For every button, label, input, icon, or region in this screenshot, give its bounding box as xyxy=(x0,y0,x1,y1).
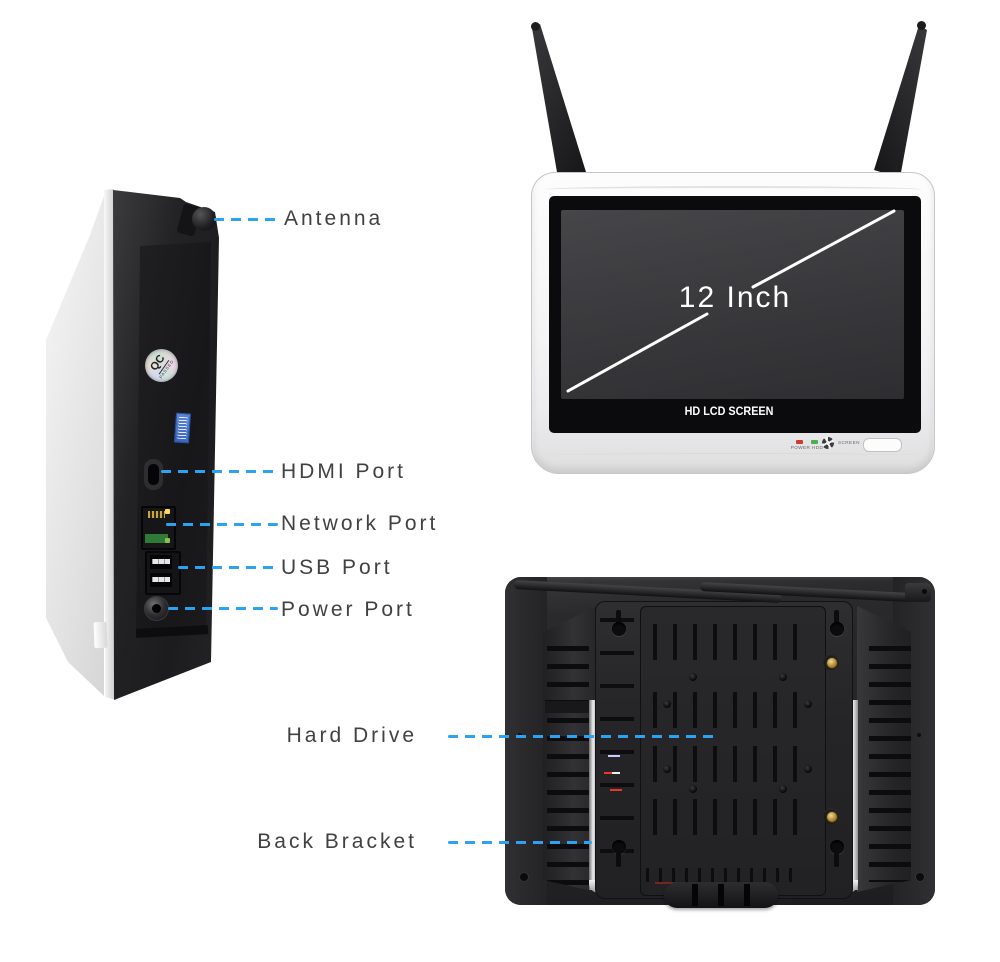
keyhole-mount xyxy=(834,852,839,867)
keyhole-mount xyxy=(616,852,621,867)
hdd-vent-row xyxy=(653,746,813,782)
network-led-yellow xyxy=(165,509,170,514)
keyhole-mount xyxy=(616,610,621,625)
screw-hole xyxy=(689,785,697,793)
antenna-hinge xyxy=(905,583,931,602)
keyhole-mount xyxy=(612,622,626,636)
network-pins xyxy=(148,511,165,518)
front-antenna-right xyxy=(874,25,927,178)
back-handle xyxy=(664,882,778,908)
vent-slots xyxy=(869,646,911,882)
callout-line-back-bracket xyxy=(448,841,592,844)
callout-line-hdmi xyxy=(161,470,278,473)
flange-dot xyxy=(917,733,921,737)
front-view: 12 Inch HD LCD SCREEN POWER HDD SCREEN xyxy=(531,21,935,474)
callout-hard-drive: Hard Drive xyxy=(286,724,417,747)
screen-size-label: 12 Inch xyxy=(678,281,792,314)
flange-screw xyxy=(519,872,529,882)
front-antenna-left xyxy=(532,24,586,178)
screw-hole xyxy=(804,765,812,773)
gold-screw xyxy=(826,811,838,823)
usb-tongue xyxy=(152,559,170,564)
callout-power: Power Port xyxy=(281,598,415,621)
brand-logo: HD LCD SCREEN xyxy=(684,404,774,418)
front-bezel-chin-seam xyxy=(545,453,923,458)
wire-mark xyxy=(604,772,620,774)
side-view: QC PASSED xyxy=(0,0,470,962)
vent-slots xyxy=(547,646,589,886)
power-hdd-label: POWER HDD xyxy=(790,446,824,451)
back-bracket-right-rail xyxy=(849,700,858,890)
callout-line-usb xyxy=(178,566,278,569)
callout-usb: USB Port xyxy=(281,556,393,579)
usb-tongue xyxy=(152,577,170,582)
hdd-vent-row xyxy=(653,624,813,660)
antenna-hinge-screw xyxy=(922,589,927,594)
usb-port xyxy=(145,551,181,595)
usb-socket-top xyxy=(150,555,172,569)
callout-back-bracket: Back Bracket xyxy=(257,830,417,853)
callout-network: Network Port xyxy=(281,512,439,535)
bottom-vent-row xyxy=(646,868,796,882)
callout-line-power xyxy=(168,607,278,610)
screw-hole xyxy=(689,673,697,681)
network-led-green xyxy=(165,538,170,543)
front-screen xyxy=(561,210,904,399)
hdd-led xyxy=(811,440,818,444)
hdd-vent-row xyxy=(653,799,813,835)
keyhole-mount xyxy=(834,610,839,625)
handle-ribs xyxy=(672,884,770,906)
keyhole-mount xyxy=(830,840,844,854)
keyhole-mount xyxy=(830,622,844,636)
hdd-vent-row xyxy=(653,692,813,728)
power-pin-hole xyxy=(152,604,161,613)
nav-dpad-icon xyxy=(822,437,834,449)
wire-mark xyxy=(608,755,620,757)
nav-dpad-center xyxy=(826,441,830,445)
side-silver-edge xyxy=(104,189,116,700)
ir-window xyxy=(863,438,902,452)
wire-mark xyxy=(610,789,622,791)
back-view xyxy=(0,540,1000,962)
front-antenna-left-tip xyxy=(531,22,540,31)
keyhole-mount xyxy=(612,840,626,854)
callout-line-network xyxy=(166,523,278,526)
usb-socket-bottom xyxy=(150,573,172,587)
qc-sticker: QC PASSED xyxy=(145,349,178,382)
screw-hole xyxy=(779,785,787,793)
bracket-notch xyxy=(545,700,593,713)
callout-line-antenna xyxy=(214,218,281,221)
power-port xyxy=(144,596,169,621)
network-pcb xyxy=(145,534,168,543)
front-antenna-right-tip xyxy=(917,21,926,30)
flange-screw xyxy=(915,872,925,882)
callout-line-hard-drive xyxy=(448,735,718,738)
back-flange-left xyxy=(505,577,547,905)
screen-diagonal-line xyxy=(566,209,896,393)
network-port xyxy=(141,506,176,550)
callout-antenna: Antenna xyxy=(284,207,384,230)
antenna-knob xyxy=(192,207,216,231)
back-bracket-left-rail xyxy=(589,700,598,890)
gold-screw xyxy=(826,657,838,669)
callout-hdmi: HDMI Port xyxy=(281,460,407,483)
back-vent-left xyxy=(543,606,597,892)
hdmi-slot xyxy=(148,464,159,485)
screw-hole xyxy=(804,700,812,708)
screw-hole xyxy=(663,700,671,708)
screw-hole xyxy=(779,673,787,681)
screen-button-label: SCREEN xyxy=(838,441,860,446)
hdmi-port xyxy=(144,459,163,490)
screw-hole xyxy=(663,765,671,773)
back-vent-right xyxy=(857,606,911,892)
front-bezel-seam xyxy=(545,186,921,193)
power-led xyxy=(796,440,803,444)
